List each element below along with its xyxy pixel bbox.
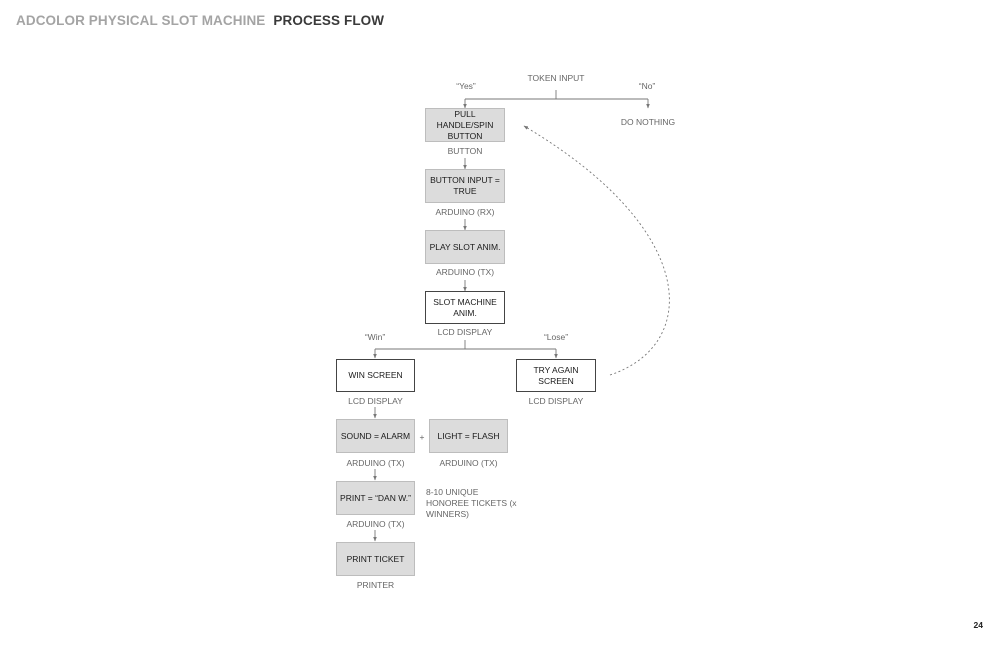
play-slot-box: PLAY SLOT ANIM.: [425, 230, 505, 264]
slot-anim-caption: LCD DISPLAY: [437, 327, 493, 337]
do-nothing-label: DO NOTHING: [620, 117, 676, 127]
yes-label: “Yes”: [456, 81, 476, 91]
try-again-caption: LCD DISPLAY: [528, 396, 584, 406]
sound-alarm-box: SOUND = ALARM: [336, 419, 415, 453]
project-title: ADCOLOR PHYSICAL SLOT MACHINE: [16, 13, 266, 28]
win-label: “Win”: [364, 332, 386, 342]
print-ticket-box: PRINT TICKET: [336, 542, 415, 576]
pull-handle-caption: BUTTON: [447, 146, 483, 156]
button-input-caption: ARDUINO (RX): [435, 207, 495, 217]
honoree-note: 8-10 UNIQUE HONOREE TICKETS (x WINNERS): [426, 487, 517, 519]
page-title: ADCOLOR PHYSICAL SLOT MACHINE PROCESS FLO…: [16, 13, 384, 28]
plus-sign: +: [419, 432, 425, 442]
page-number: 24: [973, 620, 983, 630]
pull-handle-box: PULL HANDLE/SPIN BUTTON: [425, 108, 505, 142]
light-flash-box: LIGHT = FLASH: [429, 419, 508, 453]
light-flash-caption: ARDUINO (TX): [439, 458, 498, 468]
slot-anim-box: SLOT MACHINE ANIM.: [425, 291, 505, 324]
section-title: PROCESS FLOW: [273, 13, 385, 28]
sound-alarm-caption: ARDUINO (TX): [346, 458, 405, 468]
button-input-box: BUTTON INPUT = TRUE: [425, 169, 505, 203]
lose-label: “Lose”: [543, 332, 569, 342]
print-name-box: PRINT = “DAN W.”: [336, 481, 415, 515]
print-ticket-caption: PRINTER: [356, 580, 395, 590]
print-name-caption: ARDUINO (TX): [346, 519, 405, 529]
no-label: “No”: [638, 81, 656, 91]
win-screen-caption: LCD DISPLAY: [348, 396, 403, 406]
token-input-label: TOKEN INPUT: [527, 73, 585, 83]
try-again-box: TRY AGAIN SCREEN: [516, 359, 596, 392]
win-screen-box: WIN SCREEN: [336, 359, 415, 392]
play-slot-caption: ARDUINO (TX): [435, 267, 495, 277]
